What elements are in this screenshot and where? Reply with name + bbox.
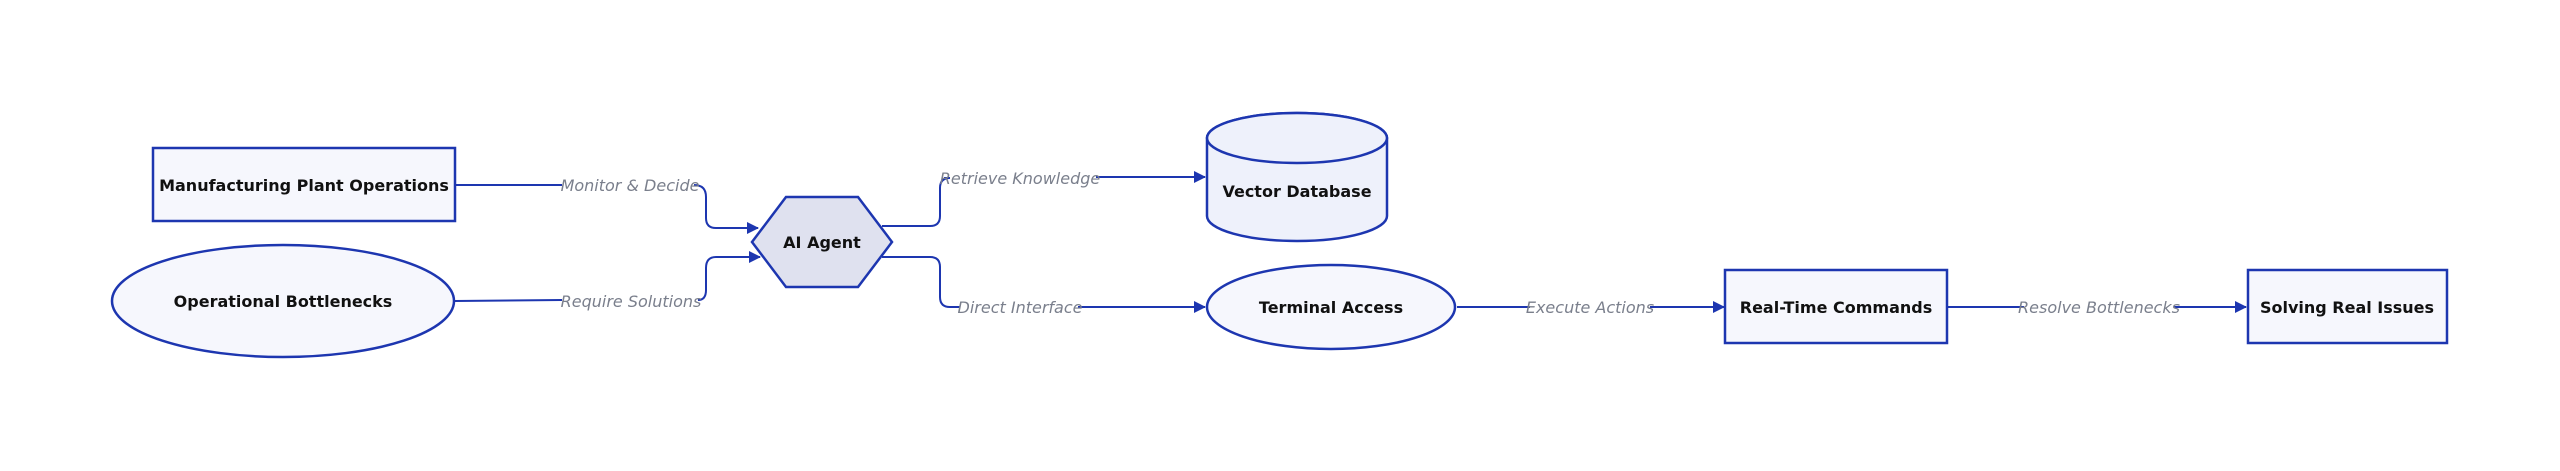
node-commands-label: Real-Time Commands <box>1740 298 1932 317</box>
edge-execute-actions: Execute Actions <box>1457 298 1725 317</box>
edge-monitor-decide: Monitor & Decide <box>455 176 759 234</box>
edge-label-execute: Execute Actions <box>1526 298 1654 317</box>
edge-resolve-bottlenecks: Resolve Bottlenecks <box>1948 298 2247 317</box>
node-solving-real-issues[interactable]: Solving Real Issues <box>2246 268 2449 345</box>
edge-label-monitor: Monitor & Decide <box>561 176 700 195</box>
edge-monitor-line-2 <box>693 184 759 234</box>
node-bottlenecks-label: Operational Bottlenecks <box>174 292 393 311</box>
node-commands-shape <box>1723 268 1949 345</box>
edge-retrieve-line <box>882 177 951 227</box>
edge-label-require: Require Solutions <box>561 292 702 311</box>
node-manufacturing-plant-operations[interactable]: Manufacturing Plant Operations <box>151 146 457 223</box>
node-bottlenecks-shape <box>110 243 456 359</box>
node-agent-label: AI Agent <box>783 233 861 252</box>
node-plant-ops-label: Manufacturing Plant Operations <box>159 176 449 195</box>
edge-label-resolve: Resolve Bottlenecks <box>2018 298 2180 317</box>
node-plant-ops-shape <box>151 146 457 223</box>
node-agent-hexagon <box>750 195 894 289</box>
edge-label-retrieve: Retrieve Knowledge <box>940 169 1101 188</box>
edge-direct-interface: Direct Interface <box>882 256 1206 317</box>
node-vector-db-top <box>1205 111 1389 165</box>
node-terminal-shape <box>1205 263 1457 351</box>
edge-require-line <box>454 299 563 302</box>
node-vector-database[interactable]: Vector Database <box>1205 111 1389 243</box>
node-solving-shape <box>2246 268 2449 345</box>
node-operational-bottlenecks[interactable]: Operational Bottlenecks <box>110 243 456 359</box>
edge-direct-line <box>882 256 960 308</box>
node-ai-agent[interactable]: AI Agent <box>750 195 894 289</box>
edge-require-line-2 <box>697 251 761 301</box>
node-vector-db-label: Vector Database <box>1222 182 1371 201</box>
node-terminal-label: Terminal Access <box>1259 298 1403 317</box>
node-real-time-commands[interactable]: Real-Time Commands <box>1723 268 1949 345</box>
node-terminal-access[interactable]: Terminal Access <box>1205 263 1457 351</box>
node-solving-label: Solving Real Issues <box>2260 298 2434 317</box>
edge-require-solutions: Require Solutions <box>454 251 761 311</box>
edge-retrieve-knowledge: Retrieve Knowledge <box>882 169 1206 227</box>
edge-label-direct: Direct Interface <box>958 298 1083 317</box>
